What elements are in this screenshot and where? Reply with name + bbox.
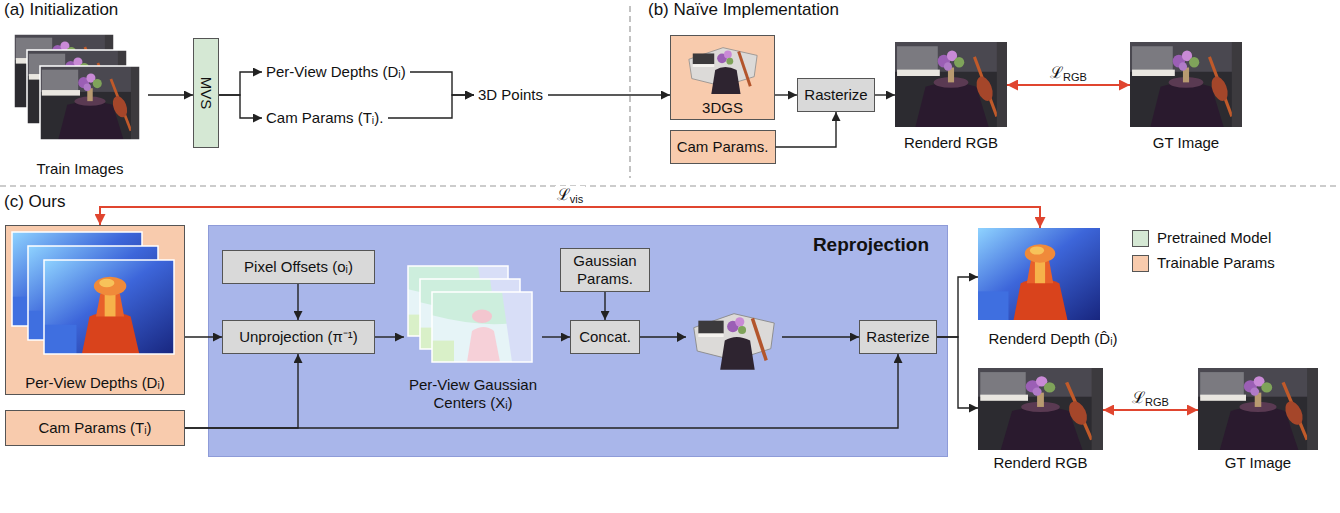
connector-arrow xyxy=(219,95,262,118)
panel-label: (a) Initialization xyxy=(4,0,118,20)
node-label: 3DGS xyxy=(702,99,743,117)
connector-arrow xyxy=(775,94,797,95)
node-label: Cam Params (Tᵢ). xyxy=(266,109,383,127)
node-label: Train Images xyxy=(37,160,124,178)
gaussian-center-stack xyxy=(408,266,532,362)
node-label: Renderd RGB xyxy=(993,454,1087,472)
loss-subscript: vis xyxy=(570,193,583,205)
legend-row: Pretrained Model xyxy=(1132,229,1271,247)
node-label: Pixel Offsets (oᵢ) xyxy=(244,258,353,276)
node-label: Renderd RGB xyxy=(904,134,998,152)
legend-row: Trainable Params xyxy=(1132,254,1275,272)
gaussian-scene-picture xyxy=(677,298,782,374)
node-label: 3D Points xyxy=(478,86,543,104)
gaussian-scene-picture xyxy=(689,48,757,94)
connector-arrow xyxy=(185,354,298,428)
legend-text: Trainable Params xyxy=(1157,254,1275,272)
group-region: ReprojectionPixel Offsets (oᵢ) Unprojecti… xyxy=(208,225,948,457)
node-label: GT Image xyxy=(1153,134,1219,152)
model-box: MVS xyxy=(193,38,219,148)
node-label: Cam Params. xyxy=(677,138,769,156)
connector-arrow xyxy=(1007,84,1130,86)
loss-label-holder: ℒvis xyxy=(555,186,585,204)
connector-arrow xyxy=(388,95,474,118)
loss-label: ℒvis xyxy=(555,186,585,204)
rendered-image xyxy=(895,42,1007,127)
node-label: GT Image xyxy=(1225,454,1291,472)
node-label: Renderd Depth (D̂ᵢ) xyxy=(988,330,1117,348)
panel-label: (b) Naïve Implementation xyxy=(648,0,839,20)
ground-truth-image xyxy=(1198,368,1318,450)
connector-arrow xyxy=(375,336,404,337)
connector-arrow xyxy=(185,336,222,337)
region-heading: Reprojection xyxy=(813,234,929,256)
text-node: 3D Points xyxy=(474,84,548,106)
loss-symbol: ℒ xyxy=(1050,64,1063,81)
train-image-stack xyxy=(14,34,140,140)
connector-arrow xyxy=(1103,409,1198,411)
process-box: Unprojection (π⁻¹) xyxy=(222,320,375,354)
loss-label-holder: ℒRGB xyxy=(1048,64,1089,82)
loss-label: ℒRGB xyxy=(1130,389,1171,407)
legend-swatch xyxy=(1132,230,1149,247)
legend-text: Pretrained Model xyxy=(1157,229,1271,247)
process-box: Cam Params. xyxy=(670,130,776,164)
connector-arrow xyxy=(548,94,670,95)
connector-arrow xyxy=(410,72,474,95)
node-label: Cam Params (Tᵢ) xyxy=(38,419,151,437)
node-label: Concat. xyxy=(579,328,631,346)
node-label: Per-View Depths (Dᵢ) xyxy=(266,63,406,81)
connector-arrow xyxy=(297,284,298,320)
loss-symbol: ℒ xyxy=(557,186,570,203)
process-box: Rasterize xyxy=(797,78,875,112)
rendered-depth-image xyxy=(978,228,1100,320)
panel-label-holder: (a) Initialization xyxy=(4,0,118,20)
node-label: Unprojection (π⁻¹) xyxy=(239,328,358,346)
node-label: Per-View Depths (Dᵢ) xyxy=(25,374,165,392)
process-box: Gaussian Params. xyxy=(560,248,650,292)
section-divider xyxy=(0,6,1340,186)
node-label: Gaussian Params. xyxy=(565,252,645,288)
connector-arrow xyxy=(604,292,605,320)
loss-subscript: RGB xyxy=(1063,71,1087,83)
panel-label-holder: (b) Naïve Implementation xyxy=(648,0,839,20)
process-box: Rasterize xyxy=(859,320,937,354)
connector-arrow xyxy=(937,277,978,337)
connector-arrow xyxy=(185,354,898,428)
panel-label: (c) Ours xyxy=(4,192,65,212)
text-node: Cam Params (Tᵢ). xyxy=(262,107,388,129)
legend-swatch xyxy=(1132,255,1149,272)
node-label: Rasterize xyxy=(804,86,867,104)
connector-arrow xyxy=(776,112,837,147)
connector-arrow xyxy=(542,336,570,337)
process-box: Concat. xyxy=(570,320,640,354)
process-box: Pixel Offsets (oᵢ) xyxy=(222,250,375,284)
rendered-image xyxy=(978,368,1103,450)
connector-arrow xyxy=(219,72,262,95)
depth-map-stack xyxy=(12,232,174,354)
connector-arrow xyxy=(937,337,978,408)
node-label: MVS xyxy=(197,77,215,110)
loss-symbol: ℒ xyxy=(1132,389,1145,406)
connector-arrow xyxy=(875,94,895,95)
loss-label: ℒRGB xyxy=(1048,64,1089,82)
loss-subscript: RGB xyxy=(1145,396,1169,408)
loss-label-holder: ℒRGB xyxy=(1130,389,1171,407)
connector-arrow xyxy=(148,94,193,95)
node-label: Per-View Gaussian Centers (Xᵢ) xyxy=(404,376,542,412)
text-node: Per-View Depths (Dᵢ) xyxy=(262,61,410,83)
panel-label-holder: (c) Ours xyxy=(4,192,65,212)
ground-truth-image xyxy=(1130,42,1242,127)
process-box: Cam Params (Tᵢ) xyxy=(5,410,185,446)
connector-arrow xyxy=(100,207,1040,228)
node-label: Rasterize xyxy=(866,328,929,346)
